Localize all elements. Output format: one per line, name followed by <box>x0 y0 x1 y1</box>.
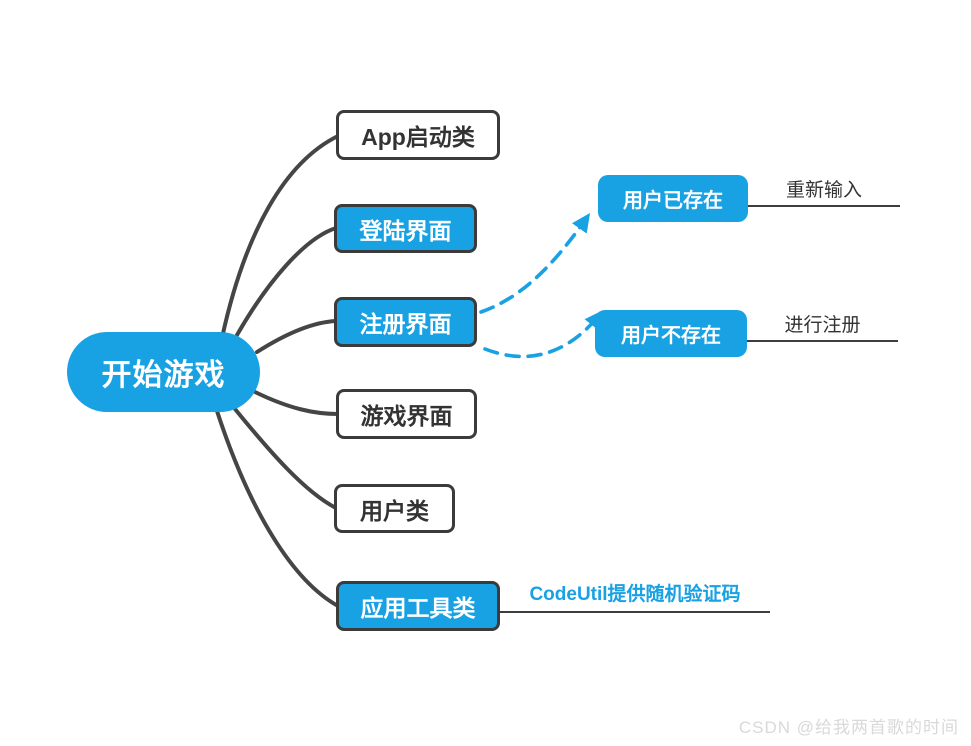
branch-line-tool-class <box>215 409 340 608</box>
branch-line-user-class <box>233 407 338 510</box>
node-user-not-exists[interactable]: 用户不存在 <box>595 310 747 357</box>
leaf-do-register[interactable]: 进行注册 <box>784 315 861 336</box>
node-game-screen[interactable]: 游戏界面 <box>336 389 477 439</box>
node-register-screen[interactable]: 注册界面 <box>334 297 477 347</box>
root-node-start-game[interactable]: 开始游戏 <box>67 332 260 412</box>
node-app-launch-class[interactable]: App启动类 <box>336 110 500 160</box>
leaf-reenter[interactable]: 重新输入 <box>785 180 862 201</box>
dashed-arrow-user-not-exists <box>483 310 604 359</box>
branch-line-app-launch <box>220 134 340 340</box>
node-login-screen[interactable]: 登陆界面 <box>334 204 477 253</box>
csdn-watermark: CSDN @给我两首歌的时间 <box>738 718 959 737</box>
node-user-exists[interactable]: 用户已存在 <box>598 175 748 222</box>
dashed-arrow-user-exists <box>479 213 591 314</box>
branch-line-game-screen <box>253 390 340 416</box>
leaf-codeutil-note[interactable]: CodeUtil提供随机验证码 <box>529 584 741 605</box>
node-app-tool-class[interactable]: 应用工具类 <box>336 581 500 631</box>
node-user-class[interactable]: 用户类 <box>334 484 455 533</box>
branch-line-login <box>235 226 338 337</box>
branch-line-register <box>255 319 338 354</box>
